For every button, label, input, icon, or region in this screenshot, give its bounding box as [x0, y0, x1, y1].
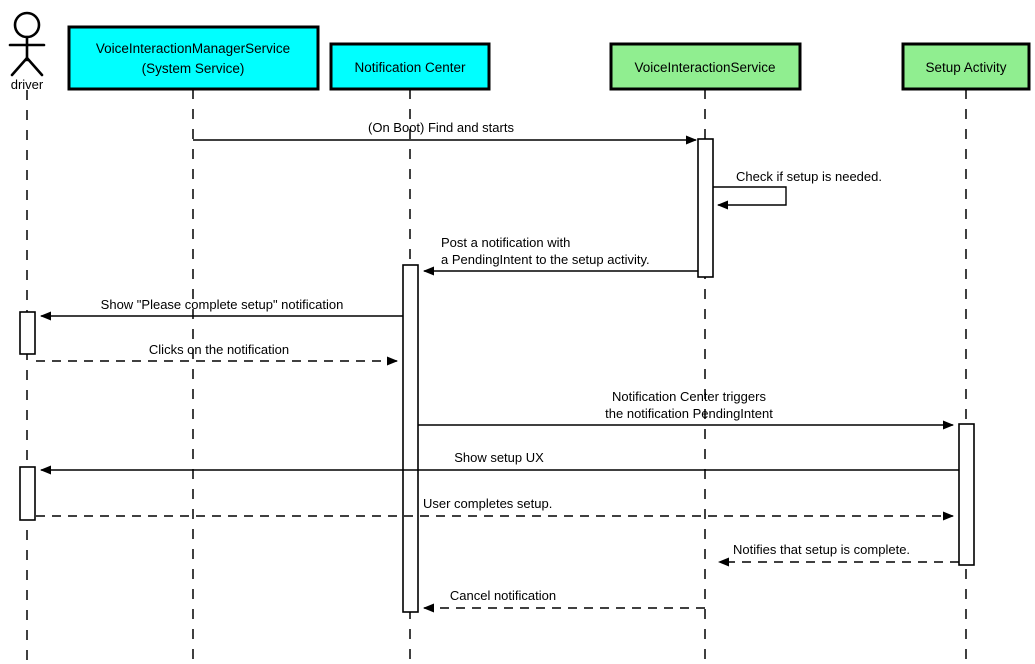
activation-notification-center: [402, 264, 419, 613]
activation-setup-activity: [958, 423, 975, 566]
message-user-completes-setup[interactable]: User completes setup.: [36, 496, 954, 521]
message-notification-center-triggers-pendingintent[interactable]: Notification Center triggers the notific…: [418, 389, 954, 430]
message-label: (On Boot) Find and starts: [368, 120, 514, 135]
participant-label-vims-line2: (System Service): [142, 61, 245, 76]
message-label: Notifies that setup is complete.: [733, 542, 910, 557]
participant-box-vims[interactable]: [67, 25, 320, 91]
participant-label-vims-line1: VoiceInteractionManagerService: [96, 41, 290, 56]
message-notifies-that-setup-is-complete[interactable]: Notifies that setup is complete.: [718, 542, 959, 567]
message-label: Check if setup is needed.: [736, 169, 882, 184]
message-post-a-notification[interactable]: Post a notification with a PendingIntent…: [423, 235, 698, 276]
activation-voice-interaction-service: [697, 138, 714, 278]
message-label: User completes setup.: [423, 496, 552, 511]
message-label-line2: the notification PendingIntent: [605, 406, 773, 421]
message-label: Clicks on the notification: [149, 342, 289, 357]
participant-notification-center[interactable]: Notification Center: [329, 42, 491, 91]
message-clicks-on-the-notification[interactable]: Clicks on the notification: [36, 342, 398, 366]
message-label: Show "Please complete setup" notificatio…: [101, 297, 344, 312]
message-show-please-complete-setup-notification[interactable]: Show "Please complete setup" notificatio…: [40, 297, 403, 321]
message-self-loop-line: [713, 186, 787, 210]
participant-box-voice-interaction-service[interactable]: [609, 42, 802, 91]
participant-label-notification-center: Notification Center: [354, 60, 466, 75]
actor-leg-left-icon: [10, 56, 29, 77]
participant-box-setup-activity[interactable]: [901, 42, 1031, 91]
message-check-if-setup-is-needed[interactable]: Check if setup is needed.: [713, 169, 882, 210]
participant-voice-interaction-service[interactable]: VoiceInteractionService: [609, 42, 802, 91]
activation-driver-2: [19, 466, 36, 521]
participant-vims[interactable]: VoiceInteractionManagerService (System S…: [67, 25, 320, 91]
participant-label-voice-interaction-service: VoiceInteractionService: [634, 60, 775, 75]
message-show-setup-ux[interactable]: Show setup UX: [40, 450, 959, 475]
participant-label-setup-activity: Setup Activity: [925, 60, 1006, 75]
message-on-boot-find-and-starts[interactable]: (On Boot) Find and starts: [193, 120, 697, 145]
message-label-line1: Notification Center triggers: [612, 389, 766, 404]
message-label-line1: Post a notification with: [441, 235, 570, 250]
actor-head-icon: [13, 11, 41, 39]
participant-setup-activity[interactable]: Setup Activity: [901, 42, 1031, 91]
participant-box-notification-center[interactable]: [329, 42, 491, 91]
participant-driver[interactable]: driver: [8, 11, 46, 92]
participant-label-driver: driver: [11, 77, 44, 92]
activation-driver-1: [19, 311, 36, 355]
message-label: Show setup UX: [454, 450, 544, 465]
message-label: Cancel notification: [450, 588, 556, 603]
message-cancel-notification[interactable]: Cancel notification: [423, 588, 705, 613]
message-label-line2: a PendingIntent to the setup activity.: [441, 252, 650, 267]
activations-group: [19, 138, 975, 613]
actor-leg-right-icon: [25, 56, 44, 77]
